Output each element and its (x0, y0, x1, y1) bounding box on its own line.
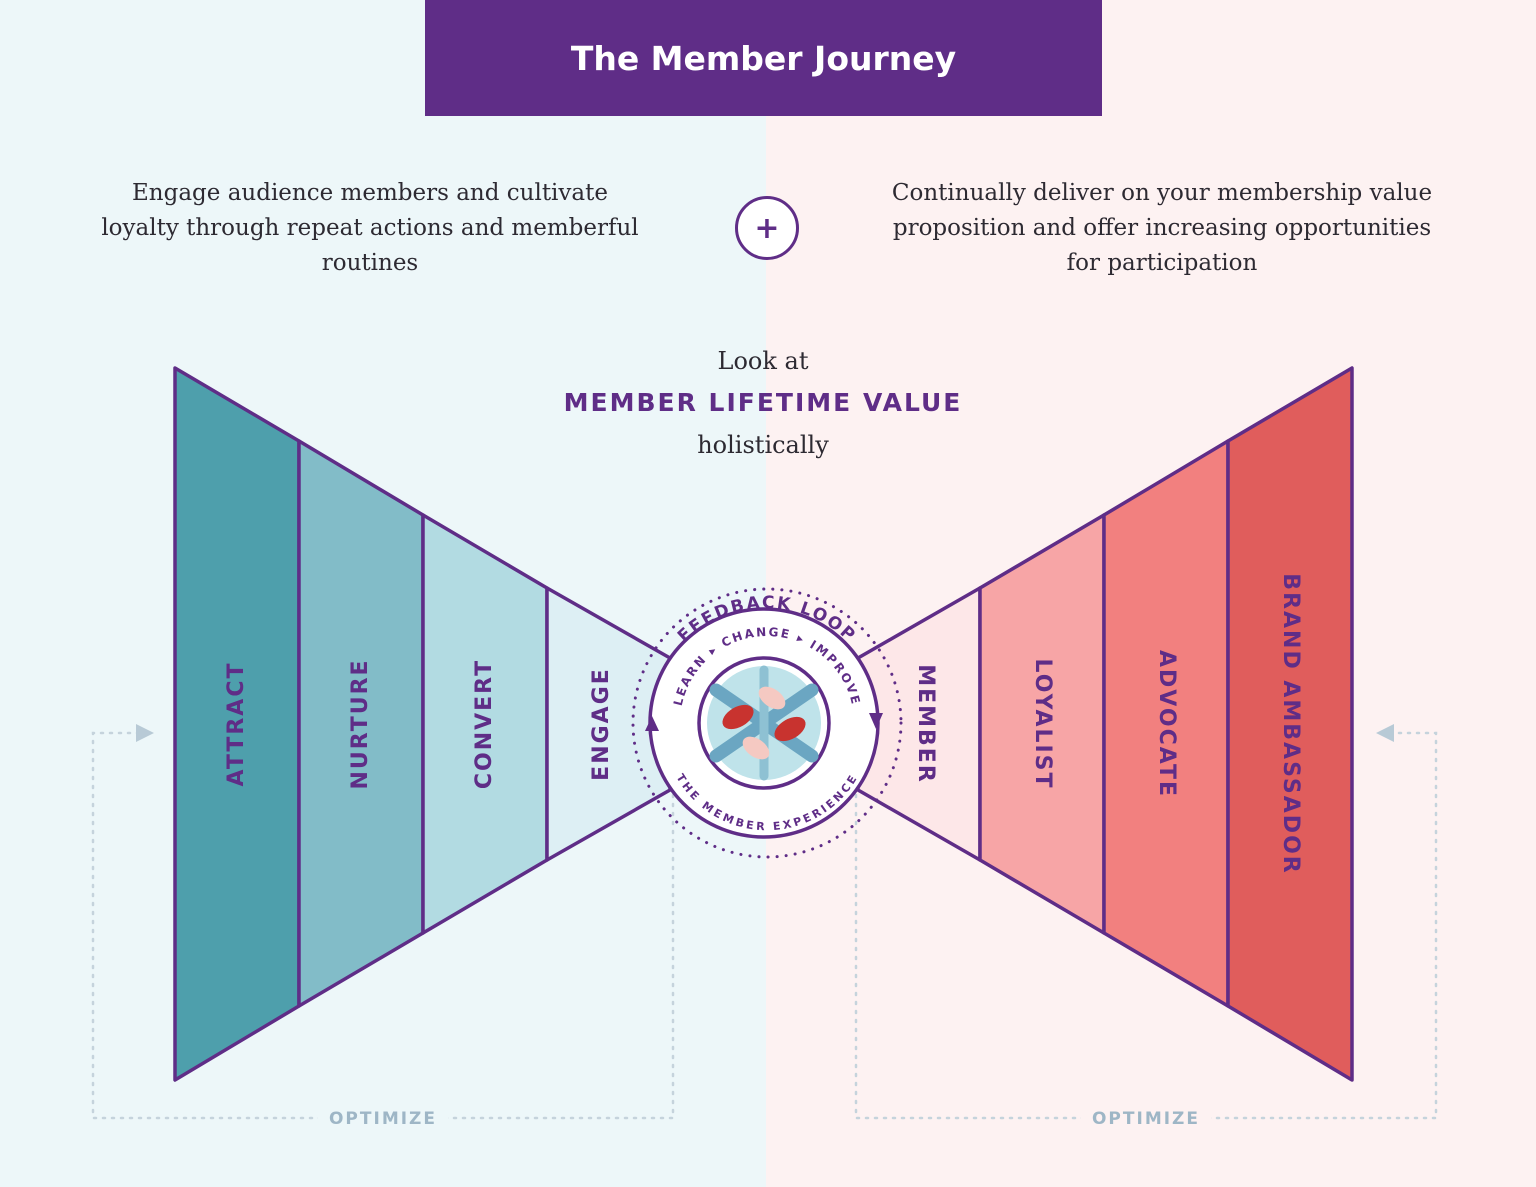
stage-label-attract: ATTRACT (224, 662, 249, 787)
dotted-ring (631, 587, 903, 859)
callout-post: holistically (697, 431, 829, 459)
optimize-label-right: OPTIMIZE (1092, 1109, 1200, 1129)
optimize-label-left: OPTIMIZE (329, 1109, 437, 1129)
funnel-left: ATTRACT NURTURE CONVERT ENGAGE (173, 366, 672, 1082)
intro-text-left: Engage audience members and cultivate lo… (101, 180, 639, 276)
stage-label-nurture: NURTURE (348, 658, 373, 789)
page-title: The Member Journey (425, 0, 1102, 116)
arrow-right-icon (136, 724, 154, 742)
arrow-left-icon (1376, 724, 1394, 742)
optimize-loop-right: OPTIMIZE (854, 724, 1438, 1132)
callout-pre: Look at (717, 347, 809, 375)
stage-label-convert: CONVERT (472, 659, 497, 789)
stage-label-member: MEMBER (913, 664, 938, 784)
optimize-loop-left: OPTIMIZE (91, 724, 675, 1132)
arrow-up-icon (645, 716, 659, 731)
intro-text-right: Continually deliver on your membership v… (891, 180, 1433, 276)
callout-main: MEMBER LIFETIME VALUE (563, 388, 963, 417)
lifetime-value-callout: Look at MEMBER LIFETIME VALUE holistical… (460, 342, 1066, 464)
hands-together-icon (709, 665, 819, 781)
stage-segment-brand-ambassador (1226, 366, 1354, 1082)
stage-label-engage: ENGAGE (589, 667, 614, 781)
stage-label-loyalist: LOYALIST (1030, 658, 1055, 789)
stage-label-brand-ambassador: BRAND AMBASSADOR (1278, 573, 1303, 874)
arrow-down-icon (869, 713, 883, 729)
funnel-right: MEMBER LOYALIST ADVOCATE BRAND AMBASSADO… (856, 366, 1354, 1082)
plus-icon: + (735, 196, 799, 260)
stage-label-advocate: ADVOCATE (1154, 650, 1179, 798)
feedback-loop: FEEDBACK LOOP LEARN ▸ CHANGE ▸ IMPROVE T… (631, 587, 903, 859)
